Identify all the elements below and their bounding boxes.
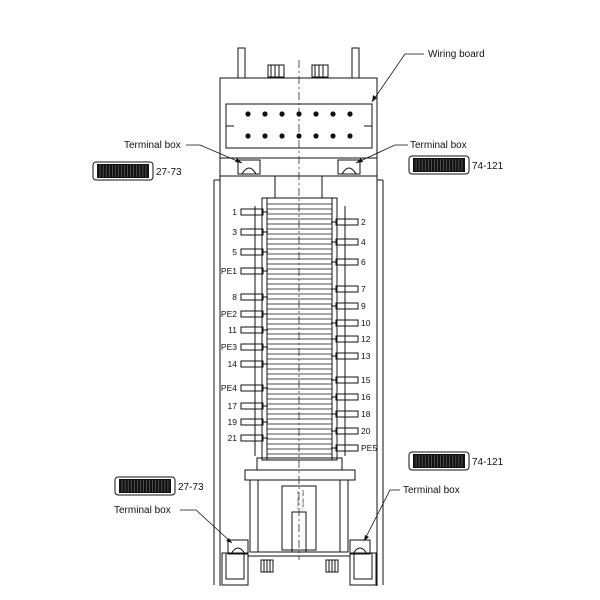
svg-text:17: 17	[228, 401, 238, 411]
wiring-board-holes	[245, 111, 353, 139]
terminal-left-3: 3	[232, 227, 268, 237]
terminal-right-15: 15	[331, 375, 371, 385]
terminal-box-unit-tr	[337, 159, 361, 175]
svg-text:PE3: PE3	[221, 342, 237, 352]
terminal-right-9: 9	[331, 301, 366, 311]
svg-text:16: 16	[361, 392, 371, 402]
terminal-module-bottom-right	[408, 451, 470, 471]
lower-section: "" Grade " 10 "" Grade " Mod	[249, 479, 349, 553]
terminal-right-6: 6	[331, 257, 366, 267]
terminal-right-7: 7	[331, 284, 366, 294]
terminal-box-unit-bl	[227, 539, 249, 555]
winding-stack	[244, 197, 356, 481]
svg-text:6: 6	[361, 257, 366, 267]
svg-text:14: 14	[228, 359, 238, 369]
module-range-top-left: 27-73	[156, 167, 182, 178]
terminal-right-16: 16	[331, 392, 371, 402]
svg-text:13: 13	[361, 351, 371, 361]
svg-text:9: 9	[361, 301, 366, 311]
terminal-left-pe1: PE1	[221, 266, 268, 276]
terminal-right-4: 4	[331, 237, 366, 247]
center-tag-line1: "" Grade " 10	[296, 491, 300, 509]
terminal-left-11: 11	[228, 325, 268, 335]
svg-text:PE2: PE2	[221, 309, 237, 319]
svg-text:7: 7	[361, 284, 366, 294]
terminal-left-pe3: PE3	[221, 342, 268, 352]
terminal-left-1: 1	[232, 207, 268, 217]
center-tag-line2: "" Grade " Mod	[301, 490, 305, 510]
terminal-right-13: 13	[331, 351, 371, 361]
terminal-right-12: 12	[331, 334, 371, 344]
terminal-left-8: 8	[232, 292, 268, 302]
terminal-box-label-top-right: Terminal box	[410, 140, 467, 151]
main-frame	[213, 158, 384, 586]
terminal-left-pe2: PE2	[221, 309, 268, 319]
module-range-top-right: 74-121	[472, 161, 504, 172]
wiring-board-housing	[219, 77, 378, 159]
terminal-module-bottom-left	[114, 476, 176, 496]
svg-text:12: 12	[361, 334, 371, 344]
terminal-left-pe4: PE4	[221, 383, 268, 393]
wiring-board-label: Wiring board	[428, 49, 485, 60]
svg-text:4: 4	[361, 237, 366, 247]
svg-text:PE5: PE5	[361, 443, 377, 453]
terminal-box-unit-br	[349, 539, 371, 555]
svg-text:1: 1	[232, 207, 237, 217]
terminal-module-top-right	[408, 155, 470, 175]
svg-text:10: 10	[361, 318, 371, 328]
terminal-right-pe5: PE5	[331, 443, 377, 453]
base-feet	[221, 552, 377, 586]
terminal-box-label-bottom-right: Terminal box	[403, 485, 460, 496]
terminal-left-17: 17	[228, 401, 268, 411]
svg-text:19: 19	[228, 417, 238, 427]
terminal-module-top-left	[92, 161, 154, 181]
terminal-right-10: 10	[331, 318, 371, 328]
terminal-box-unit-tl	[237, 159, 261, 175]
svg-text:PE1: PE1	[221, 266, 237, 276]
top-posts	[237, 47, 360, 79]
terminal-left-21: 21	[228, 433, 268, 443]
terminal-right-2: 2	[331, 217, 366, 227]
terminal-left-5: 5	[232, 247, 268, 257]
terminal-left-14: 14	[228, 359, 268, 369]
svg-text:PE4: PE4	[221, 383, 237, 393]
svg-text:20: 20	[361, 426, 371, 436]
module-range-bottom-left: 27-73	[178, 482, 204, 493]
terminal-left-19: 19	[228, 417, 268, 427]
svg-text:11: 11	[228, 325, 237, 335]
leader-lines	[180, 53, 424, 544]
terminal-right-20: 20	[331, 426, 371, 436]
svg-text:21: 21	[228, 433, 238, 443]
svg-text:18: 18	[361, 409, 371, 419]
svg-text:15: 15	[361, 375, 371, 385]
terminal-box-label-bottom-left: Terminal box	[114, 505, 171, 516]
terminal-right-18: 18	[331, 409, 371, 419]
module-range-bottom-right: 74-121	[472, 457, 504, 468]
terminal-box-label-top-left: Terminal box	[124, 140, 181, 151]
svg-text:8: 8	[232, 292, 237, 302]
svg-text:3: 3	[232, 227, 237, 237]
svg-text:2: 2	[361, 217, 366, 227]
svg-text:5: 5	[232, 247, 237, 257]
arrowheads	[226, 95, 377, 543]
